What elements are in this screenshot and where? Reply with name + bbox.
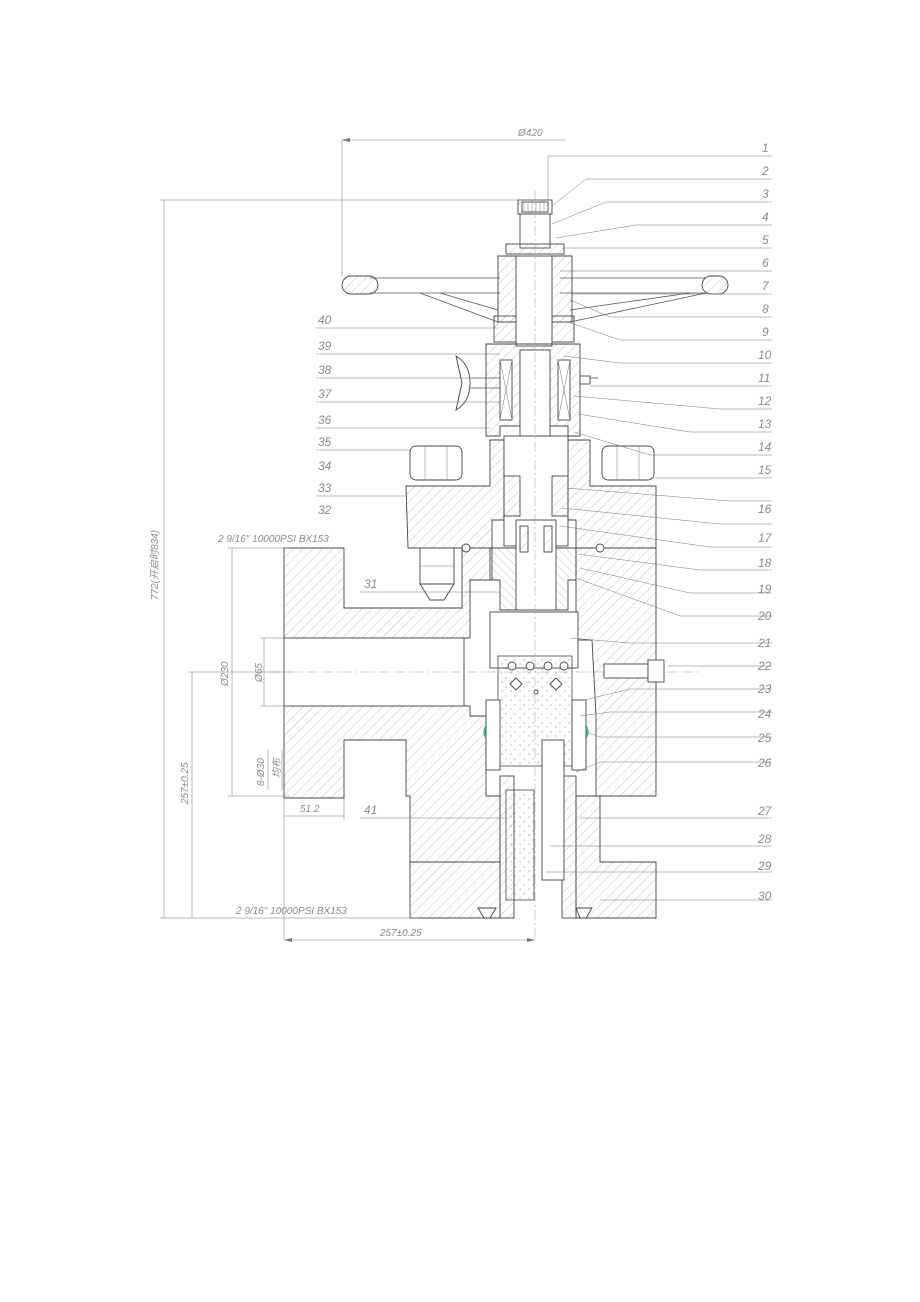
callout-4: 4 (762, 210, 769, 224)
dim-flange-thickness: 51.2 (300, 804, 320, 815)
callout-24: 24 (757, 707, 772, 721)
callout-23: 23 (757, 682, 772, 696)
dimensions: Ø420 772(开启时834) 257±0.25 Ø230 Ø65 8-Ø30… (149, 128, 566, 942)
callout-17: 17 (758, 531, 773, 545)
callout-29: 29 (757, 859, 772, 873)
dim-bore: Ø65 (254, 663, 265, 683)
callout-21: 21 (757, 636, 771, 650)
stem-assembly (493, 199, 575, 347)
callout-14: 14 (758, 440, 772, 454)
callout-38: 38 (318, 363, 332, 377)
dim-face-to-center: 257±0.25 (379, 928, 422, 939)
label-flange-bottom: 2 9/16" 10000PSI BX153 (235, 906, 347, 917)
callout-11: 11 (758, 371, 770, 385)
dim-overall-height: 772(开启时834) (149, 530, 161, 600)
callout-10: 10 (758, 348, 772, 362)
callout-9: 9 (762, 325, 769, 339)
callout-15: 15 (758, 463, 772, 477)
callout-32: 32 (318, 503, 332, 517)
callout-31: 31 (364, 577, 377, 591)
dim-bolt-holes-note: 均布 (271, 756, 283, 778)
dim-bolt-holes: 8-Ø30 (256, 758, 267, 786)
callout-19: 19 (758, 582, 772, 596)
callout-33: 33 (318, 481, 332, 495)
callout-2: 2 (761, 164, 769, 178)
callout-18: 18 (758, 556, 772, 570)
label-flange-top: 2 9/16" 10000PSI BX153 (217, 534, 329, 545)
callout-5: 5 (762, 233, 769, 247)
callout-26: 26 (757, 756, 772, 770)
callout-1: 1 (762, 141, 769, 155)
callout-39: 39 (318, 339, 332, 353)
callout-41: 41 (364, 803, 377, 817)
callouts-right: 1 2 3 4 5 6 7 8 9 10 11 12 13 14 15 16 1… (546, 141, 773, 903)
callout-7: 7 (762, 279, 770, 293)
callout-28: 28 (757, 832, 772, 846)
gate-and-seats (483, 190, 589, 940)
callout-37: 37 (318, 387, 333, 401)
callout-12: 12 (758, 394, 772, 408)
callout-30: 30 (758, 889, 772, 903)
callout-22: 22 (757, 659, 772, 673)
callout-13: 13 (758, 417, 772, 431)
bonnet (405, 435, 657, 601)
callout-35: 35 (318, 435, 332, 449)
callout-34: 34 (318, 459, 332, 473)
callout-8: 8 (762, 302, 769, 316)
callout-3: 3 (762, 187, 769, 201)
callout-40: 40 (318, 313, 332, 327)
dim-center-height: 257±0.25 (180, 762, 191, 805)
callout-20: 20 (757, 609, 772, 623)
callout-6: 6 (762, 256, 769, 270)
fittings (461, 543, 665, 919)
bearing-housing (455, 343, 598, 437)
callouts-left: 40 39 38 37 36 35 34 33 32 31 41 (316, 313, 506, 819)
callout-25: 25 (757, 731, 772, 745)
callout-36: 36 (318, 413, 332, 427)
dim-handwheel-dia: Ø420 (517, 128, 543, 139)
handwheel (341, 275, 729, 323)
dim-bolt-circle: Ø230 (220, 661, 231, 687)
callout-27: 27 (757, 804, 773, 818)
callout-16: 16 (758, 502, 772, 516)
